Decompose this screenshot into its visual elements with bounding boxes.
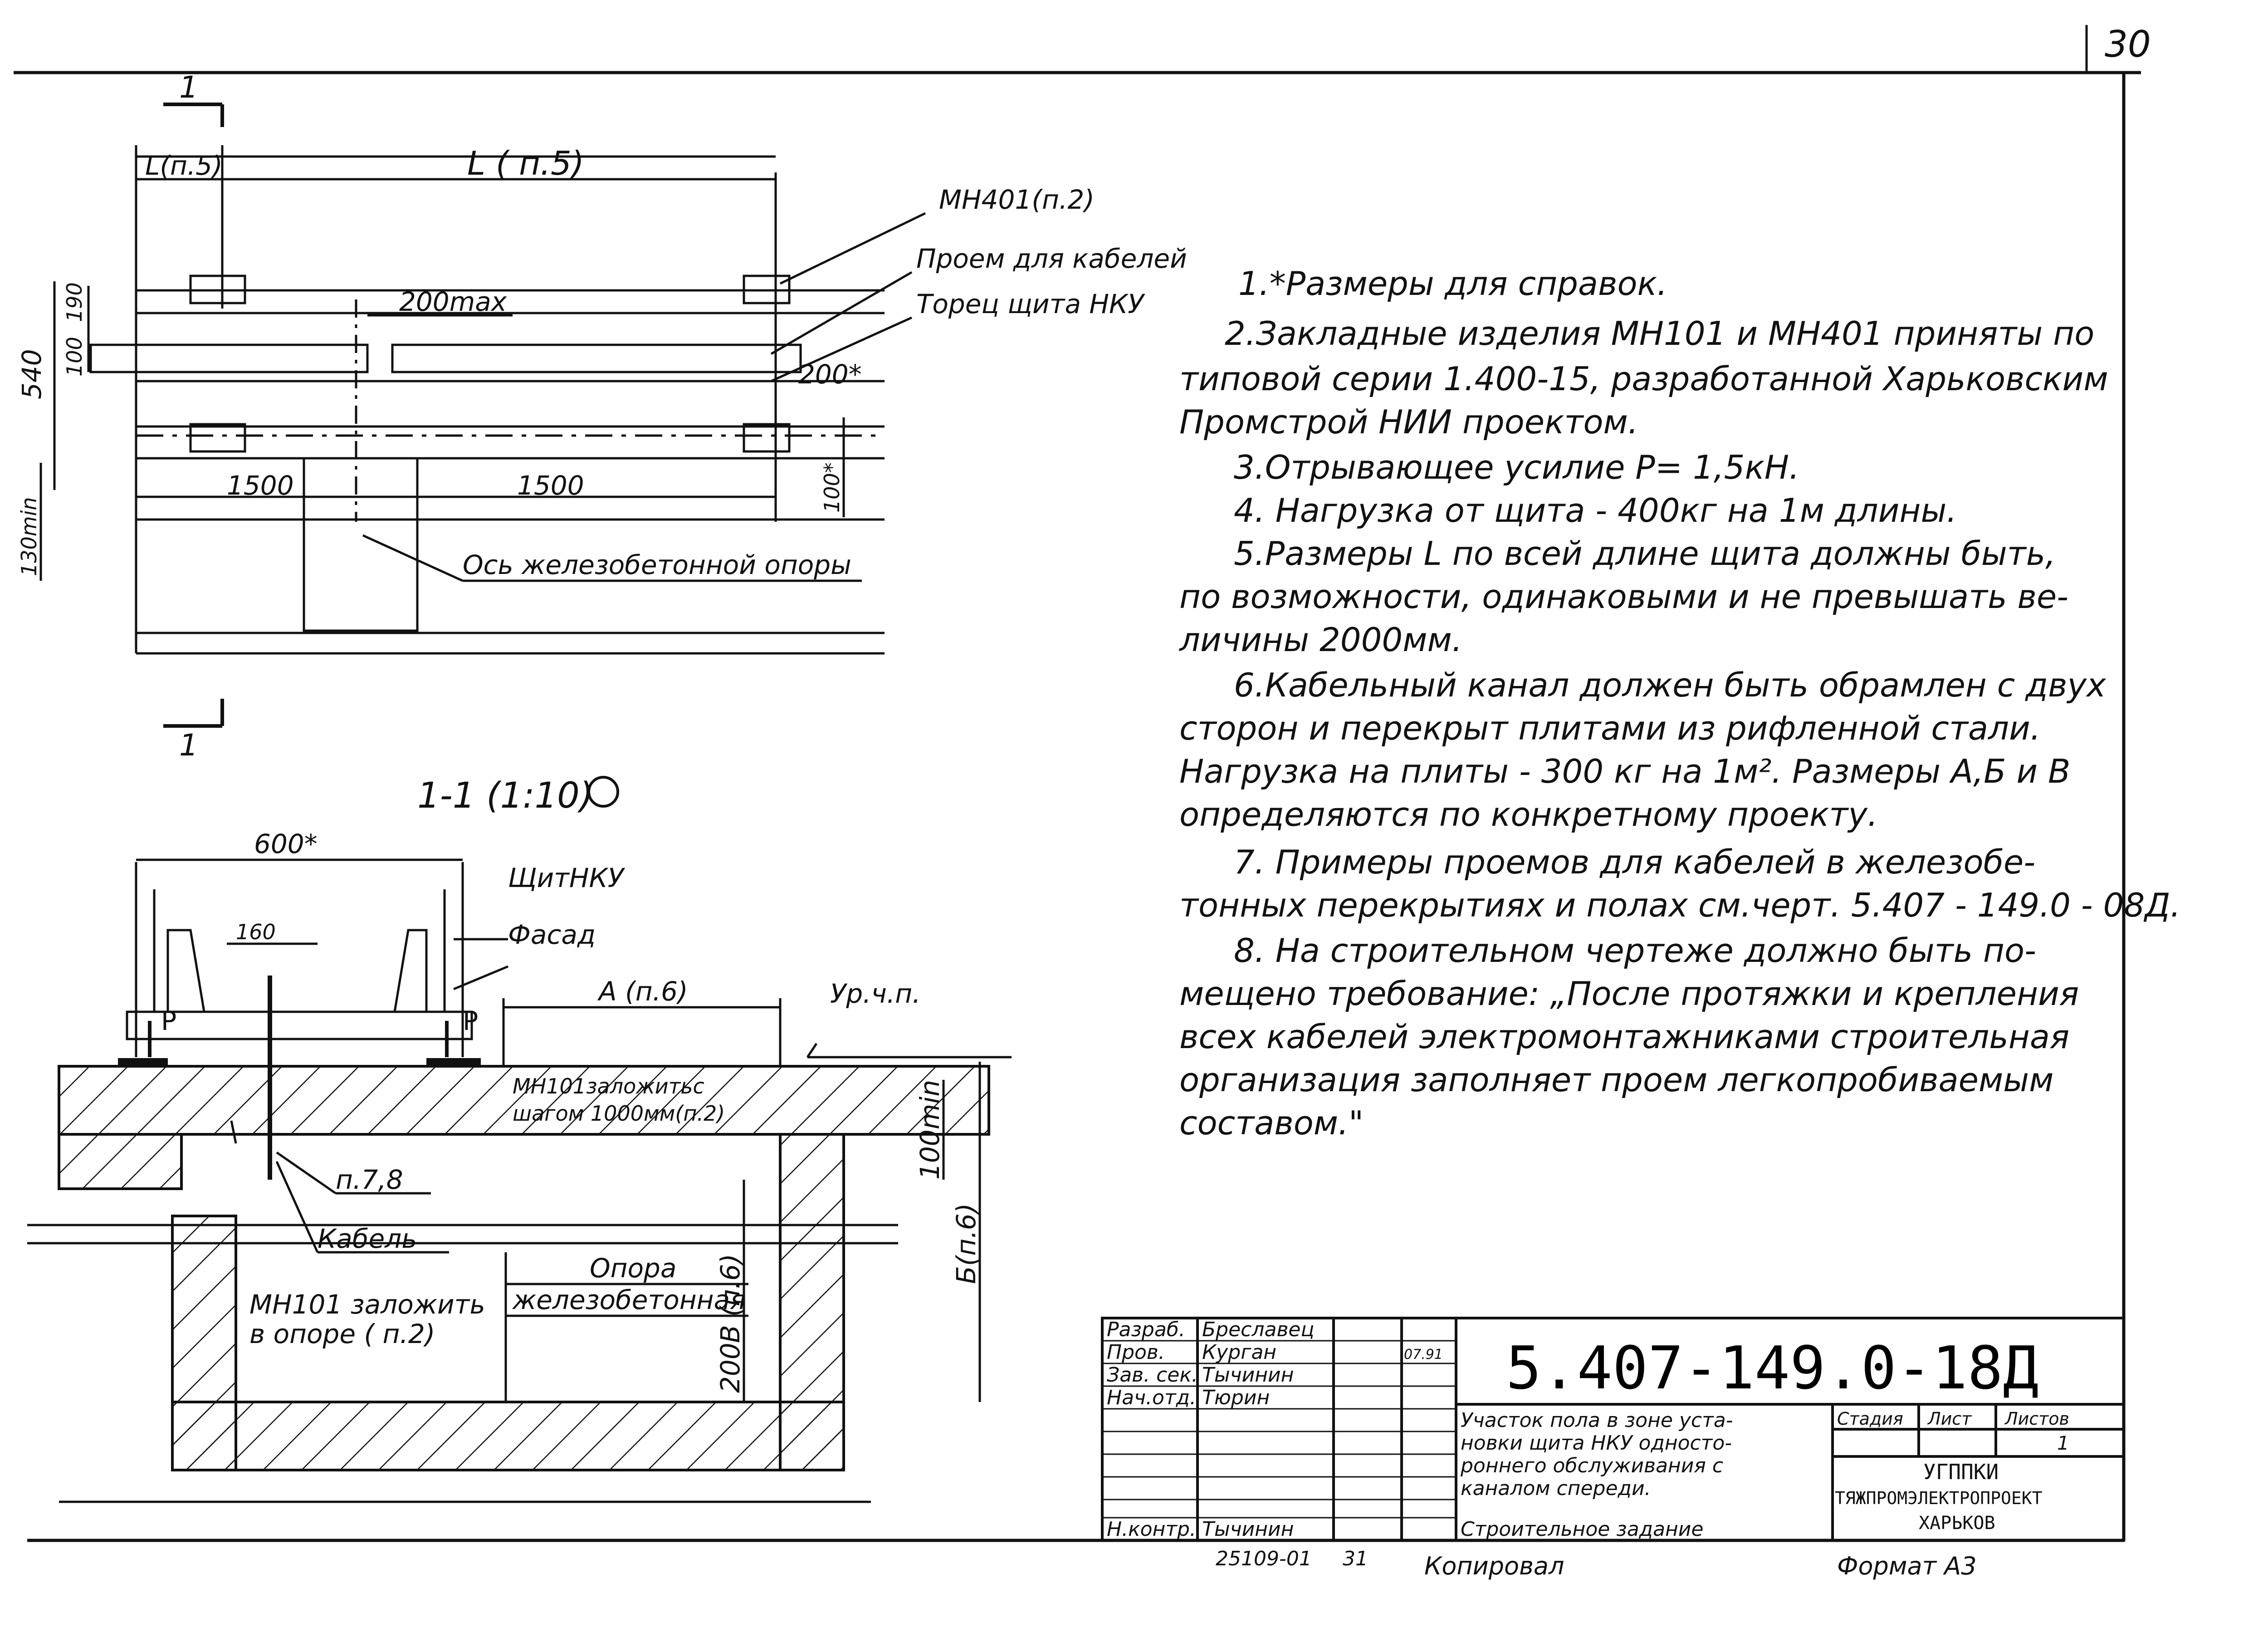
dim-L-left: L(п.5) xyxy=(145,150,223,181)
note-8b: мещено требование: „После протяжки и кре… xyxy=(1179,975,2079,1013)
mn101-support-line2: в опоре ( п.2) xyxy=(249,1319,435,1349)
note-2c: Промстрой НИИ проектом. xyxy=(1179,403,1638,441)
role-checked: Пров. xyxy=(1107,1341,1165,1364)
inventory-number: 25109-01 xyxy=(1216,1547,1312,1570)
dim-100-vertical: 100 xyxy=(62,337,87,377)
date: 07.91 xyxy=(1404,1347,1443,1363)
label-facade: Фасад xyxy=(508,919,596,950)
name-developer: Бреславец xyxy=(1202,1318,1314,1341)
name-sector-head: Тычинин xyxy=(1202,1363,1294,1387)
title-line-1: Участок пола в зоне уста- xyxy=(1461,1409,1733,1432)
role-dept-head: Нач.отд. xyxy=(1107,1386,1196,1409)
leader-cable-opening: Проем для кабелей xyxy=(916,243,1187,274)
label-floor-level: Ур.ч.п. xyxy=(830,978,921,1009)
channel-bottom xyxy=(171,1401,845,1471)
copied-by: Копировал xyxy=(1424,1552,1564,1580)
note-8e: составом." xyxy=(1179,1104,1364,1142)
note-5c: личины 2000мм. xyxy=(1178,621,1462,659)
note-5a: 5.Размеры L по всей длине щита должны бы… xyxy=(1234,534,2056,573)
dim-200-star: 200* xyxy=(798,359,862,390)
slab-left xyxy=(58,1133,183,1190)
dim-Bb: Б(п.6) xyxy=(951,1203,982,1284)
title-block: Разраб. Пров. Зав. сек. Нач.отд. Н.контр… xyxy=(1101,1317,2125,1580)
note-3: 3.Отрывающее усилие Р= 1,5кН. xyxy=(1234,448,1799,486)
note-1: 1.*Размеры для справок. xyxy=(1238,265,1667,303)
label-support-2: железобетонная xyxy=(512,1284,746,1315)
note-8c: всех кабелей электромонтажниками строите… xyxy=(1179,1018,2069,1056)
dim-130min: 130min xyxy=(17,497,41,576)
dim-1500-left: 1500 xyxy=(227,470,294,501)
note-2a: 2.Закладные изделия МН101 и МН401 принят… xyxy=(1225,314,2094,353)
sheet-number: 30 xyxy=(2105,23,2151,65)
note-7b: тонных перекрытиях и полах см.черт. 5.40… xyxy=(1179,886,2180,924)
name-dept-head: Тюрин xyxy=(1202,1386,1270,1409)
name-norm-control: Тычинин xyxy=(1202,1518,1294,1541)
floor-slab xyxy=(58,1065,990,1136)
org-line-1: УГППКИ xyxy=(1923,1460,1999,1484)
section-mark-top: 1 xyxy=(179,70,198,105)
dim-200: 200 xyxy=(715,1343,746,1393)
note-8d: организация заполняет проем легкопробива… xyxy=(1179,1061,2053,1099)
note-2b: типовой серии 1.400-15, разработанной Ха… xyxy=(1179,360,2108,398)
dim-L-main: L ( п.5) xyxy=(467,144,584,182)
inventory-sheet: 31 xyxy=(1343,1547,1368,1570)
mn101-note-line2: шагом 1000мм(п.2) xyxy=(513,1101,725,1126)
mn101-note-line1: МН101заложитьс xyxy=(513,1074,704,1098)
ref-7-8: п.7,8 xyxy=(336,1164,403,1195)
title-line-2: новки щита НКУ односто- xyxy=(1461,1431,1732,1455)
title-line-4: каналом спереди. xyxy=(1461,1477,1651,1500)
load-P-left: P xyxy=(161,1005,177,1036)
leader-support-axis: Ось железобетонной опоры xyxy=(463,549,851,580)
note-6c: Нагрузка на плиты - 300 кг на 1м². Разме… xyxy=(1179,752,2070,790)
title-line-3: роннего обслуживания с xyxy=(1460,1454,1723,1477)
note-4: 4. Нагрузка от щита - 400кг на 1м длины. xyxy=(1234,491,1957,529)
role-sector-head: Зав. сек. xyxy=(1107,1363,1198,1387)
note-6d: определяются по конкретному проекту. xyxy=(1179,795,1878,833)
sheet-format: Формат А3 xyxy=(1837,1552,1977,1580)
org-line-2: ТЯЖПРОМЭЛЕКТРОПРОЕКТ xyxy=(1835,1488,2043,1508)
name-checked: Курган xyxy=(1202,1341,1276,1364)
leader-panel-end: Торец щита НКУ xyxy=(916,289,1145,319)
dim-B: В (п.6) xyxy=(715,1254,746,1343)
view-circle-mark xyxy=(587,776,619,808)
note-6a: 6.Кабельный канал должен быть обрамлен с… xyxy=(1234,666,2107,704)
role-developer: Разраб. xyxy=(1107,1318,1185,1341)
col-sheet: Лист xyxy=(1927,1409,1972,1429)
dim-200max: 200max xyxy=(399,286,507,317)
dim-1500-right: 1500 xyxy=(517,470,584,501)
col-stage: Стадия xyxy=(1837,1409,1903,1429)
dim-160: 160 xyxy=(236,920,276,944)
col-sheets: Листов xyxy=(2004,1409,2069,1429)
dim-600: 600* xyxy=(254,828,318,859)
dim-190: 190 xyxy=(62,282,87,322)
dim-100min: 100min xyxy=(914,1080,945,1180)
dim-100-star: 100* xyxy=(820,462,844,513)
role-norm-control: Н.контр. xyxy=(1107,1518,1196,1541)
leader-mn401: МН401(п.2) xyxy=(939,184,1095,215)
mn101-support-line1: МН101 заложить xyxy=(249,1289,485,1320)
note-6b: сторон и перекрыт плитами из рифленной с… xyxy=(1179,709,2041,747)
note-5b: по возможности, одинаковыми и не превыша… xyxy=(1179,578,2068,616)
label-cable: Кабель xyxy=(318,1223,417,1254)
general-notes: 1.*Размеры для справок. 2.Закладные изде… xyxy=(1178,265,2180,1142)
note-7a: 7. Примеры проемов для кабелей в железоб… xyxy=(1234,843,2035,881)
section-title: 1-1 (1:10) xyxy=(417,775,593,816)
section-view: 1-1 (1:10) xyxy=(27,775,1012,1503)
load-P-right: P xyxy=(463,1005,479,1036)
document-code: 5.407-149.0-18Д xyxy=(1506,1333,2038,1402)
section-mark-bottom: 1 xyxy=(179,728,198,763)
dim-540: 540 xyxy=(16,349,47,399)
plan-view: 1 1 L(п.5) L ( п.5) МН401(п.2) Проем для… xyxy=(16,70,1187,763)
label-panel-nku: ЩитНКУ xyxy=(508,863,626,893)
dim-A: А (п.6) xyxy=(597,976,688,1007)
label-support-1: Опора xyxy=(590,1253,676,1284)
note-8a: 8. На строительном чертеже должно быть п… xyxy=(1234,931,2036,970)
sheets-value: 1 xyxy=(2057,1432,2069,1454)
org-line-3: ХАРЬКОВ xyxy=(1919,1513,1995,1534)
title-line-5: Строительное задание xyxy=(1461,1518,1703,1541)
